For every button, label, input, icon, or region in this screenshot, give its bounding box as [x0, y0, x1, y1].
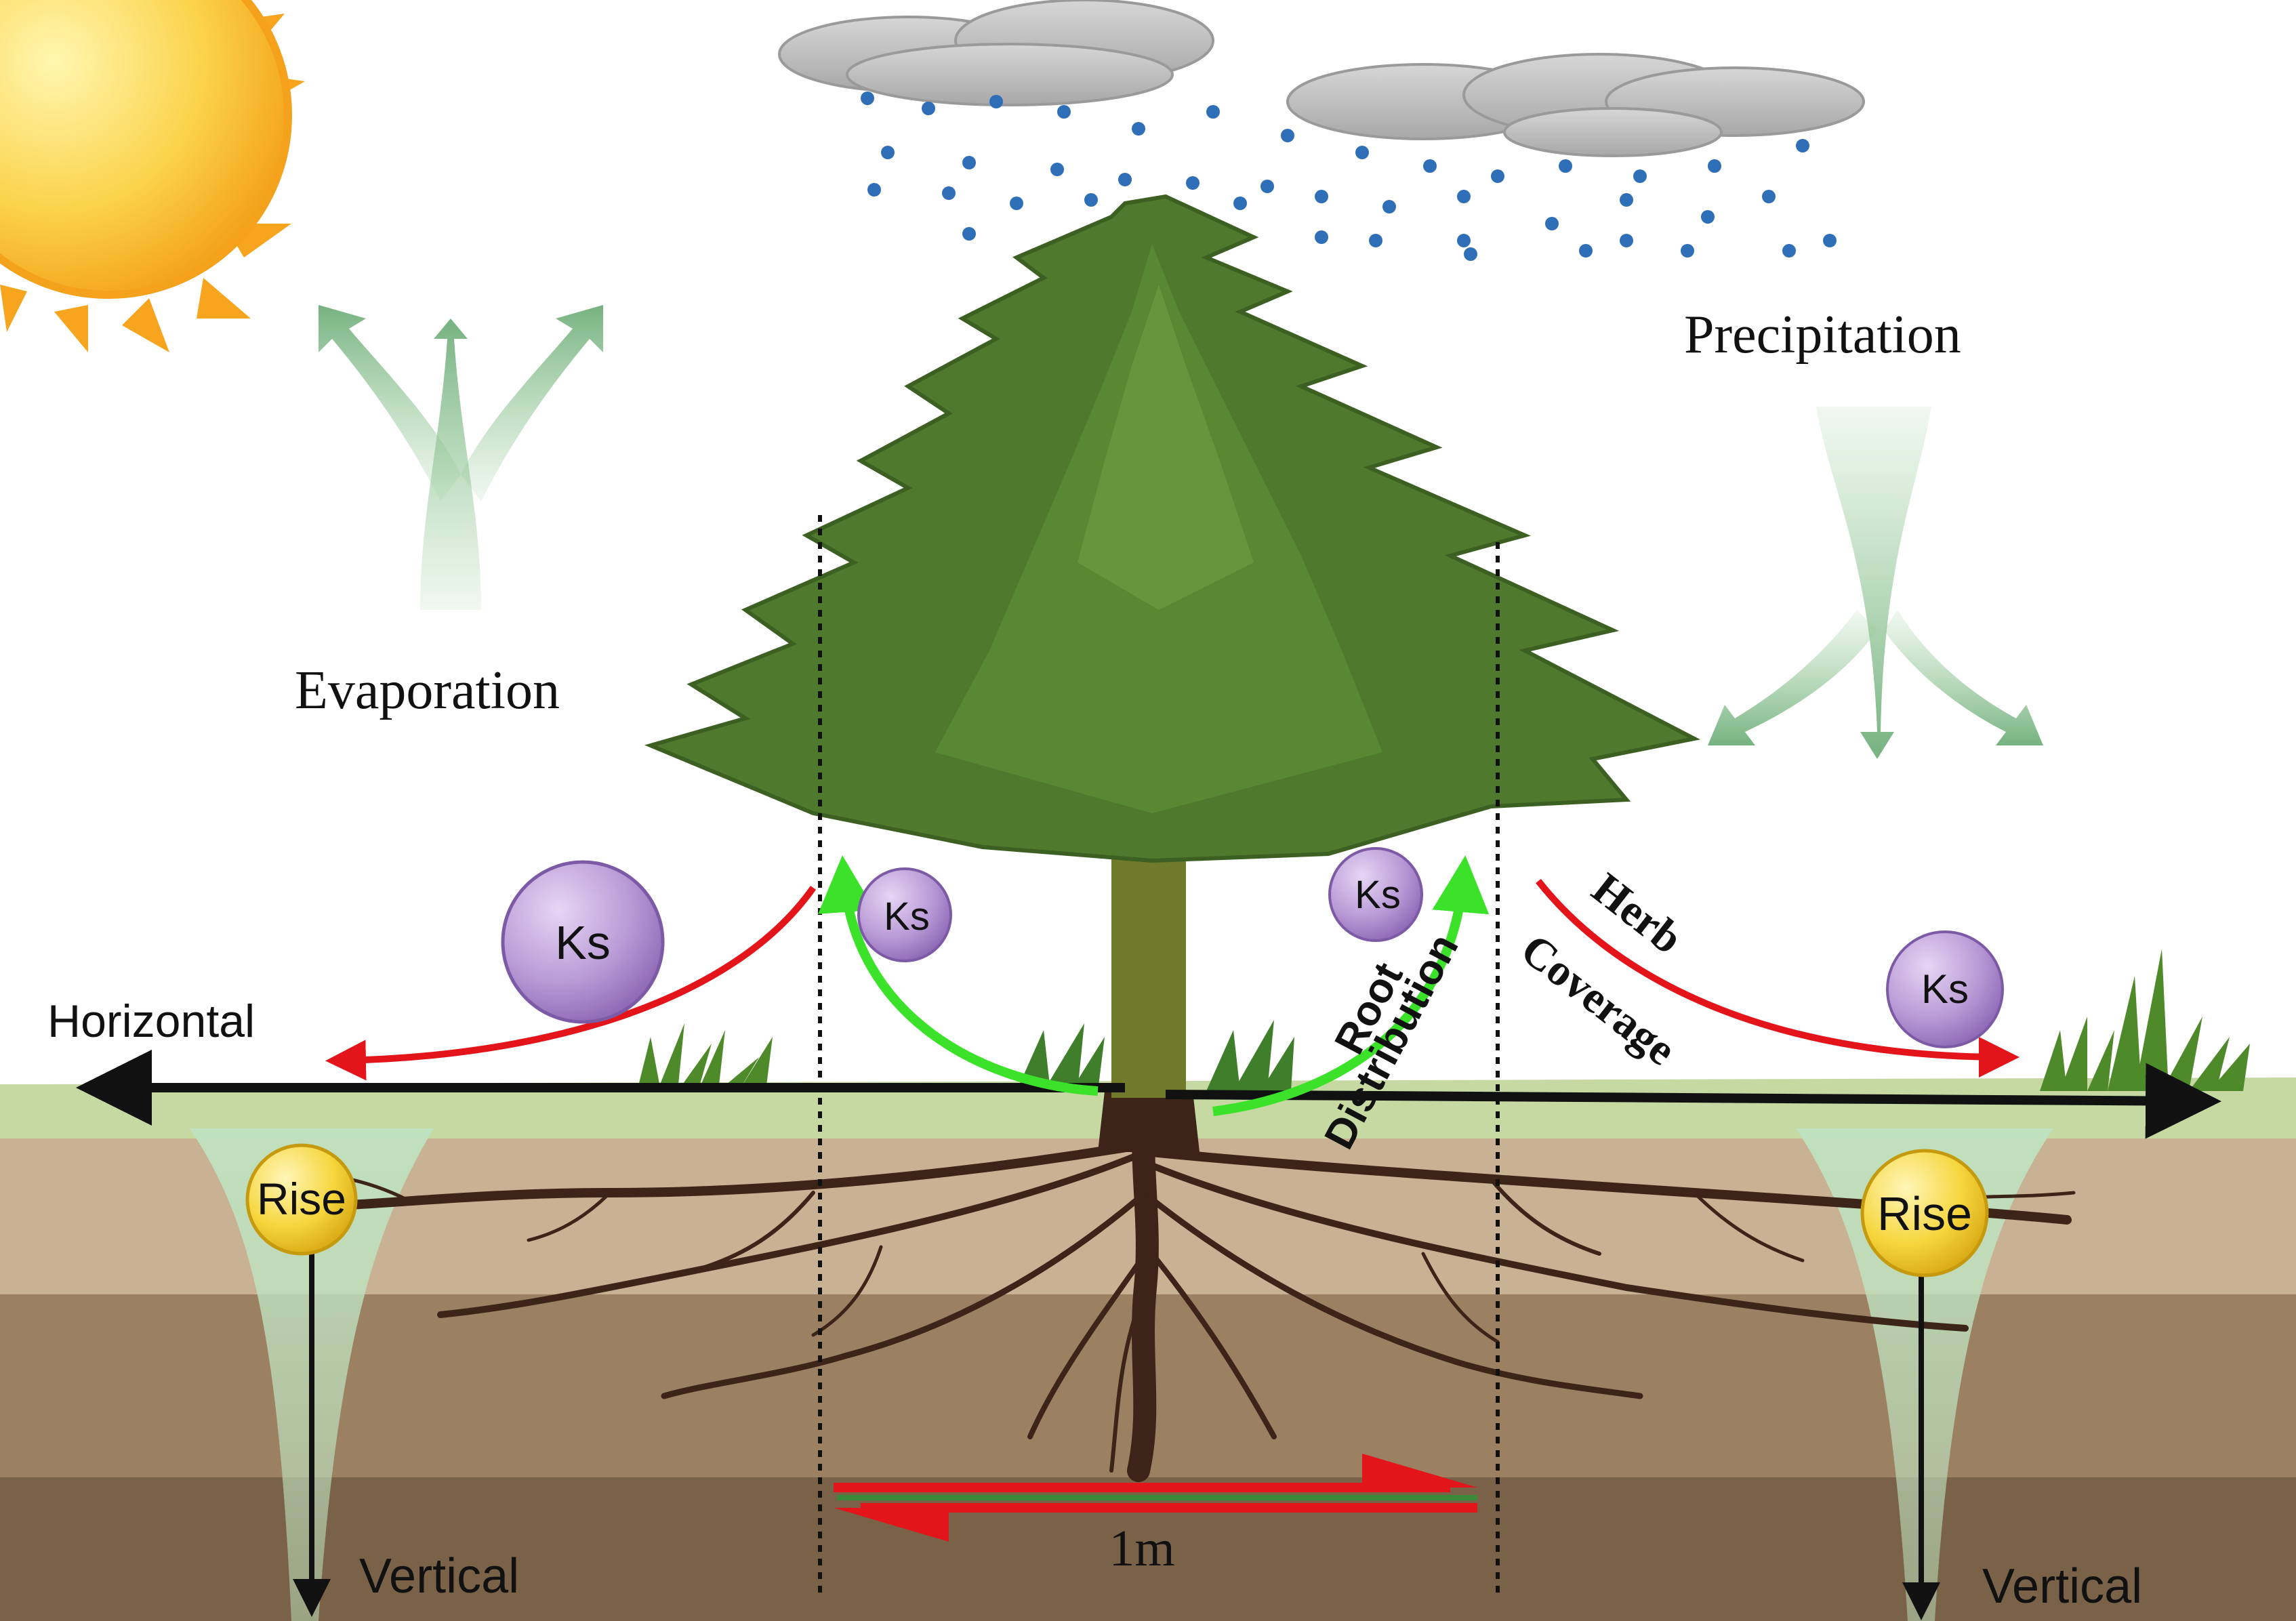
ks-label-inner-left: Ks: [884, 895, 930, 939]
rain-drops: [861, 91, 1837, 261]
rise-label-left: Rise: [257, 1174, 346, 1224]
sun-icon: [0, 0, 305, 352]
ks-ball-inner-right: Ks: [1328, 847, 1423, 942]
scale-arrow: [834, 1454, 1477, 1542]
rise-ball-right: Rise: [1860, 1149, 1989, 1277]
ks-label-far-left: Ks: [555, 916, 611, 969]
infiltration-funnel-right: [1796, 1128, 2053, 1621]
tree-foliage: [644, 194, 1700, 863]
rise-label-right: Rise: [1877, 1187, 1972, 1240]
cloud-icon-right: [1286, 53, 1865, 157]
ks-ball-far-right: Ks: [1886, 930, 2004, 1048]
green-arrow-right: [1212, 855, 1490, 1116]
evaporation-label: Evaporation: [295, 661, 560, 720]
ks-ball-far-left: Ks: [501, 860, 665, 1024]
red-arrow-right: [1536, 878, 2020, 1078]
precipitation-arrows: [1708, 407, 2043, 759]
precipitation-label: Precipitation: [1684, 305, 1961, 365]
grass-clump-left: [637, 1023, 773, 1091]
red-arrow-left: [325, 886, 817, 1081]
green-arrow-left: [818, 855, 1099, 1096]
ks-label-far-right: Ks: [1921, 966, 1969, 1012]
trunk-base: [1098, 1091, 1200, 1152]
rise-ball-left: Rise: [245, 1143, 358, 1256]
cloud-icon-left: [778, 0, 1214, 106]
scale-label: 1m: [1109, 1520, 1174, 1577]
vertical-label-right: Vertical: [1982, 1559, 2142, 1614]
ks-label-inner-right: Ks: [1355, 873, 1401, 917]
horizontal-label: Horizontal: [47, 996, 255, 1047]
ks-ball-inner-left: Ks: [857, 867, 952, 962]
evaporation-arrows: [319, 305, 603, 610]
vertical-label-left: Vertical: [359, 1549, 519, 1603]
horizontal-axis-right: [1165, 1063, 2221, 1139]
